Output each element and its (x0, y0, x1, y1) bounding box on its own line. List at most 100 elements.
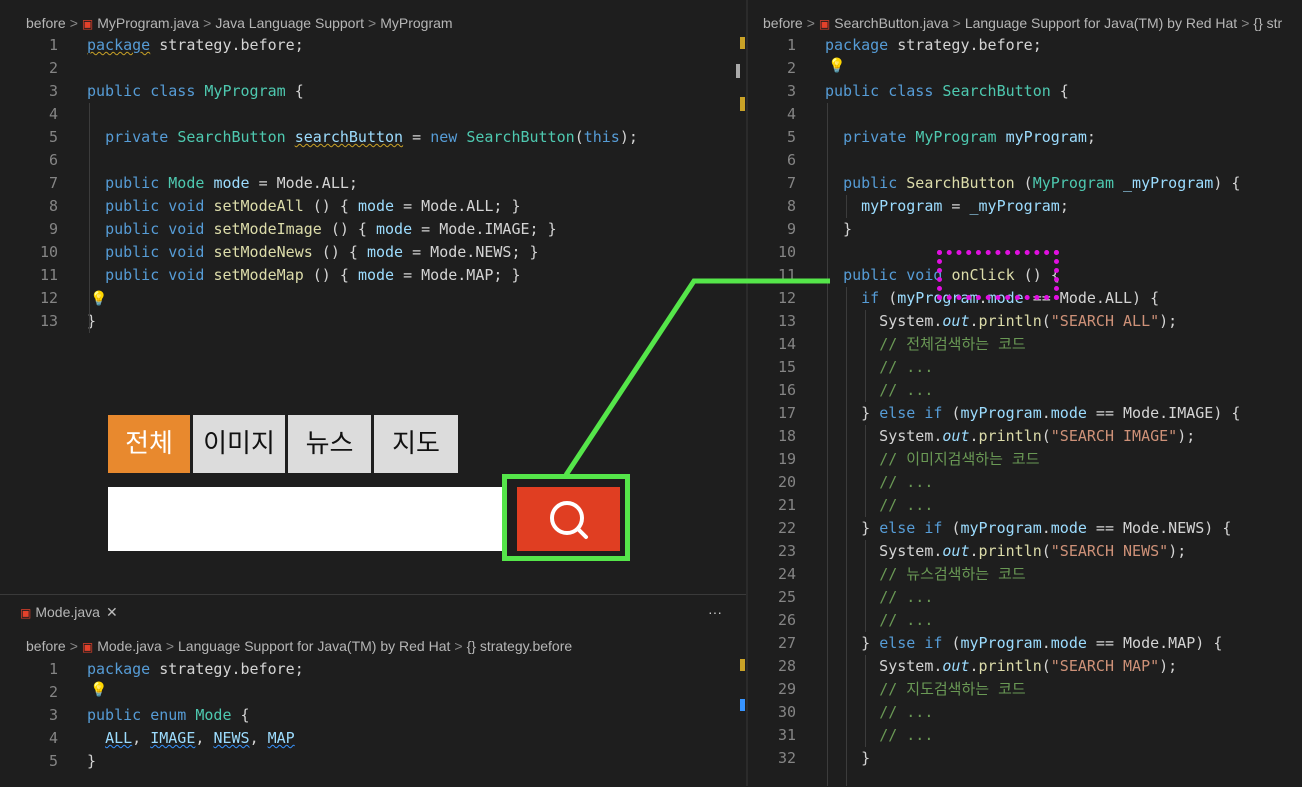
code-token: } (825, 404, 880, 422)
code-token: . (1041, 404, 1051, 422)
code-token: // ... (879, 358, 934, 376)
code-text: // ... (825, 609, 933, 632)
highlight-box-onclick (937, 250, 1059, 300)
java-file-icon: ▣ (81, 17, 94, 31)
code-token: new (430, 128, 467, 146)
line-number: 5 (48, 128, 58, 146)
breadcrumb-item[interactable]: Language Support for Java(TM) by Red Hat (178, 638, 451, 654)
breadcrumb-item[interactable]: Language Support for Java(TM) by Red Hat (964, 15, 1238, 31)
breadcrumb-separator: > (806, 15, 815, 31)
code-token: ( (1041, 312, 1051, 330)
search-input[interactable] (108, 487, 505, 551)
code-token: private (105, 128, 178, 146)
editor-tab-mode[interactable]: ▣Mode.java✕ (20, 601, 746, 623)
code-token: ); (1177, 427, 1196, 445)
code-token: ); (1159, 312, 1178, 330)
breadcrumb-item[interactable]: Mode.java (97, 638, 162, 654)
tab-news[interactable]: 뉴스 (288, 415, 371, 473)
indent-guide (865, 655, 866, 747)
breadcrumb-item[interactable]: Java Language Support (215, 15, 365, 31)
breadcrumb-separator: > (69, 15, 78, 31)
code-token: Mode (195, 706, 232, 724)
code-token: = Mode.IMAGE; } (412, 220, 557, 238)
code-token: = Mode.NEWS; } (403, 243, 539, 261)
search-button[interactable] (517, 487, 620, 551)
code-token: // 지도검색하는 코드 (879, 680, 1026, 698)
java-file-icon: ▣ (818, 17, 831, 31)
code-text: private MyProgram myProgram; (825, 126, 1096, 149)
lightbulb-icon[interactable]: 💡 (90, 291, 108, 307)
code-token: _myProgram (1123, 174, 1214, 192)
breadcrumb[interactable]: before>▣SearchButton.java>Language Suppo… (763, 12, 1302, 34)
line-number: 9 (786, 220, 796, 238)
code-token: System. (825, 312, 943, 330)
breadcrumb-item[interactable]: MyProgram (380, 15, 453, 31)
code-token: . (1041, 519, 1051, 537)
code-text: ALL, IMAGE, NEWS, MAP (87, 727, 295, 750)
overview-ruler-info (740, 699, 745, 711)
code-token: } (825, 634, 880, 652)
code-token: ); (1159, 657, 1178, 675)
breadcrumb-item[interactable]: before (763, 15, 803, 31)
code-token: println (978, 542, 1042, 560)
code-token: ALL (105, 729, 133, 747)
breadcrumb-item[interactable]: SearchButton.java (834, 15, 949, 31)
code-token: () { (303, 197, 358, 215)
tab-image[interactable]: 이미지 (193, 415, 285, 473)
lightbulb-icon[interactable]: 💡 (828, 58, 846, 74)
pane-divider[interactable] (746, 0, 748, 786)
tab-map[interactable]: 지도 (374, 415, 458, 473)
breadcrumb-item[interactable]: {} str (1253, 15, 1283, 31)
code-text: // ... (825, 356, 933, 379)
code-text: } (87, 310, 96, 333)
code-text: } (825, 218, 852, 241)
code-token: public void (105, 243, 214, 261)
code-token: SearchButton (942, 82, 1051, 100)
line-number: 6 (786, 151, 796, 169)
code-token: ( (1041, 427, 1051, 445)
breadcrumb[interactable]: before>▣MyProgram.java>Java Language Sup… (26, 12, 746, 34)
line-number: 27 (777, 634, 796, 652)
code-token: MAP (267, 729, 295, 747)
breadcrumb-separator: > (454, 638, 463, 654)
breadcrumb-item[interactable]: before (26, 638, 66, 654)
code-token: public (843, 174, 907, 192)
code-token: == Mode.IMAGE) { (1086, 404, 1241, 422)
lightbulb-icon[interactable]: 💡 (90, 682, 108, 698)
line-number: 4 (48, 729, 58, 747)
tab-label: Mode.java (35, 604, 100, 620)
code-text: public enum Mode { (87, 704, 250, 727)
code-token: NEWS (213, 729, 250, 747)
breadcrumb[interactable]: before>▣Mode.java>Language Support for J… (26, 635, 746, 657)
breadcrumb-item[interactable]: before (26, 15, 66, 31)
indent-guide (846, 195, 847, 218)
breadcrumb-item[interactable]: MyProgram.java (97, 15, 200, 31)
close-icon[interactable]: ✕ (105, 604, 118, 620)
code-token: mode (1050, 634, 1087, 652)
code-token: mode (1050, 404, 1087, 422)
code-token: . (969, 427, 979, 445)
code-text: System.out.println("SEARCH NEWS"); (825, 540, 1186, 563)
breadcrumb-item[interactable]: {} strategy.before (466, 638, 573, 654)
line-number: 18 (777, 427, 796, 445)
code-token: myProgram (960, 404, 1042, 422)
more-actions-button[interactable]: ··· (708, 604, 722, 620)
code-token: myProgram (960, 634, 1042, 652)
code-token: else if (879, 404, 952, 422)
tab-all[interactable]: 전체 (108, 415, 190, 473)
breadcrumb-separator: > (69, 638, 78, 654)
code-token: ( (951, 634, 961, 652)
code-text: } (87, 750, 96, 773)
code-token: mode (357, 266, 395, 284)
code-token: SearchButton (466, 128, 575, 146)
code-token: { (285, 82, 304, 100)
line-number: 2 (48, 59, 58, 77)
code-token: if (861, 289, 889, 307)
code-token: this (583, 128, 620, 146)
code-text: // 전체검색하는 코드 (825, 333, 1026, 356)
code-token: mode (1050, 519, 1087, 537)
